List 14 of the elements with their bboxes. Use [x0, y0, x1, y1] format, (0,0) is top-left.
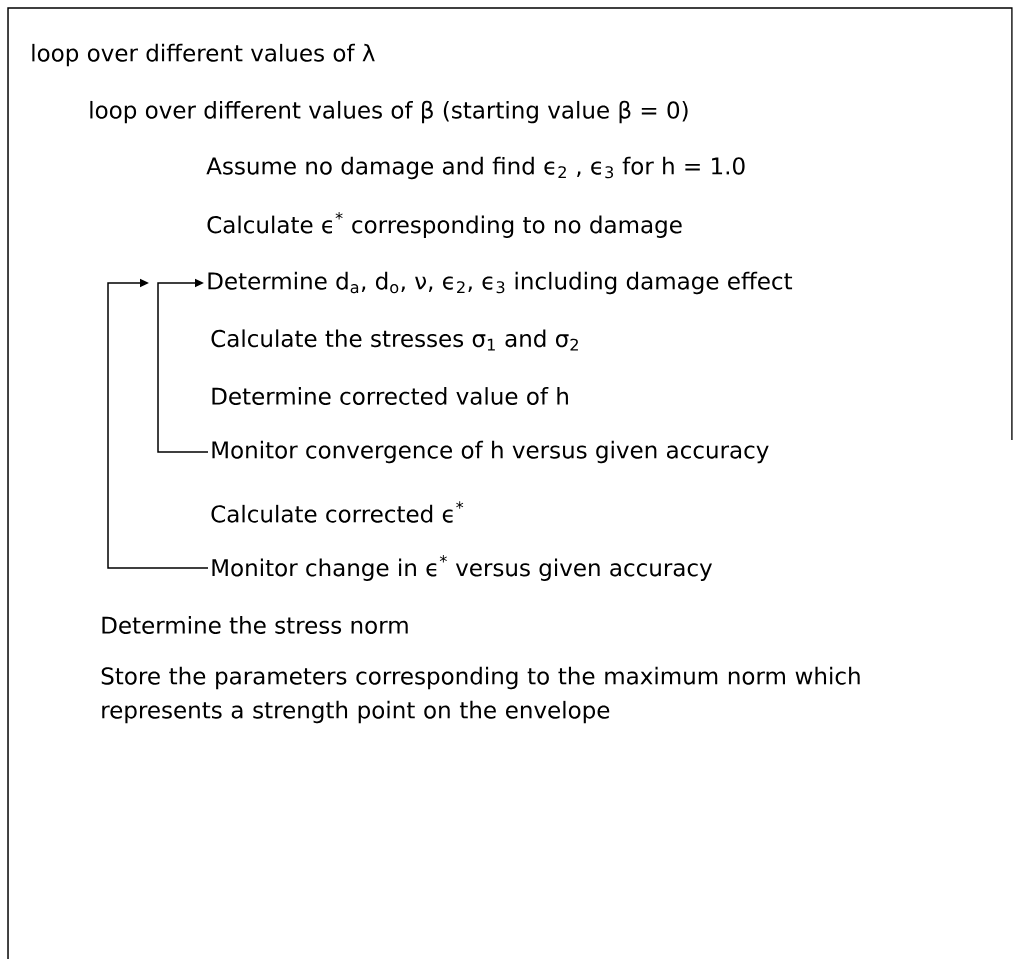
step-text: loop over different values of λ — [32, 43, 375, 67]
step-text: Monitor change in ϵ$^{*}$ versus given accuracy — [212, 555, 712, 581]
step-text: Determine d$_{a}$, d$_{o}$, ν, ϵ$_{2}$, ϵ$_{3}$ including damage effect — [208, 271, 793, 295]
loop-arrow — [107, 278, 209, 569]
loop-arrow — [157, 278, 209, 453]
step-text: loop over different values of β (starting value β = 0) — [90, 100, 688, 124]
step-text: Calculate corrected ϵ$^{*}$ — [211, 501, 464, 523]
step-text: Calculate the stresses σ$_{1}$ and σ$_{2}$ — [211, 329, 578, 351]
step-text: Monitor convergence of h versus given accuracy — [212, 440, 769, 464]
step-text: Store the parameters corresponding to the maximum norm which represents a strength point on the envelope — [101, 666, 860, 724]
step-text: Calculate ϵ$^{*}$ corresponding to no damage — [207, 212, 682, 238]
step-text: Determine corrected value of h — [212, 387, 568, 405]
step-text: Determine the stress norm — [102, 616, 408, 634]
step-text: Assume no damage and find ϵ$_{2}$ , ϵ$_{3}$ for h = 1.0 — [206, 156, 745, 180]
